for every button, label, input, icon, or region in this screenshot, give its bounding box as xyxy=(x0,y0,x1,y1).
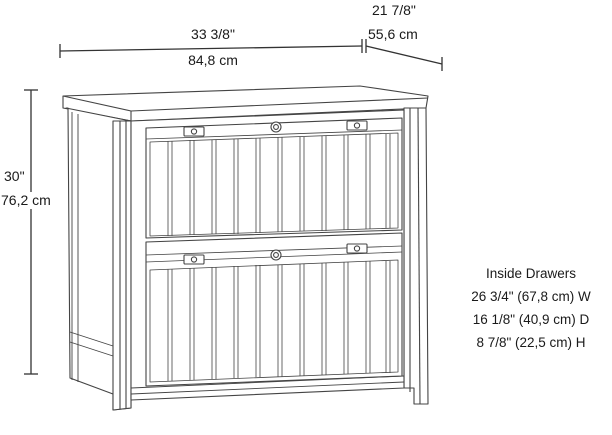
lower-label-holder-left xyxy=(183,254,205,265)
front-right-leg xyxy=(403,107,429,405)
inside-drawers-title: Inside Drawers xyxy=(485,266,577,281)
depth-cm-label: 55,6 cm xyxy=(368,26,418,42)
width-inches-label: 33 3/8" xyxy=(191,26,235,42)
front-left-leg xyxy=(112,120,132,411)
upper-label-holder-left xyxy=(183,126,205,137)
depth-inches-label: 21 7/8" xyxy=(372,2,416,18)
inside-drawers-info: Inside Drawers 26 3/4" (67,8 cm) W 16 1/… xyxy=(448,262,612,354)
height-dimension-line xyxy=(24,89,38,375)
upper-label-holder-right xyxy=(346,120,368,131)
lower-knob xyxy=(270,249,282,261)
upper-drawer-slats xyxy=(167,134,391,236)
lower-label-holder-right xyxy=(346,243,368,254)
upper-drawer xyxy=(145,117,403,239)
inside-drawers-height: 8 7/8" (22,5 cm) H xyxy=(476,335,586,350)
lower-drawer xyxy=(145,232,403,387)
depth-dimension-line xyxy=(365,39,443,71)
upper-knob xyxy=(270,121,282,133)
width-dimension-line xyxy=(59,39,363,58)
cabinet-illustration xyxy=(62,85,429,411)
inside-drawers-width: 26 3/4" (67,8 cm) W xyxy=(471,289,591,304)
inside-drawers-depth: 16 1/8" (40,9 cm) D xyxy=(472,312,590,327)
height-cm-label: 76,2 cm xyxy=(0,192,52,209)
width-cm-label: 84,8 cm xyxy=(188,52,238,68)
height-inches-label: 30" xyxy=(2,168,27,185)
lower-drawer-slats xyxy=(167,261,391,381)
